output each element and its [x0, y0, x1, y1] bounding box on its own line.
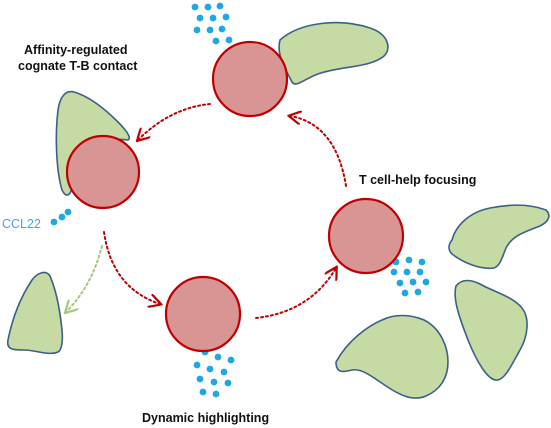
t-cell-bottom-center — [335, 314, 449, 399]
label-t-cell-help: T cell-help focusing — [359, 173, 477, 187]
label-affinity-line2: cognate T-B contact — [18, 59, 138, 73]
arrow-top-to-left — [138, 103, 211, 140]
t-cell-top-right — [278, 21, 389, 85]
t-cell-lower-left — [6, 271, 64, 355]
b-cell-right — [327, 197, 405, 275]
label-ccl22: CCL22 — [2, 217, 41, 231]
b-cell-top — [211, 40, 289, 118]
b-cell-bottom — [164, 275, 242, 353]
arrow-left-to-bottom — [103, 231, 160, 304]
t-cell-right-bottom — [454, 279, 528, 381]
arrow-bottom-to-right — [255, 268, 336, 319]
label-dynamic-highlighting: Dynamic highlighting — [142, 411, 270, 425]
t-cell-right-top — [448, 204, 550, 270]
arrow-right-to-top — [290, 116, 347, 187]
label-affinity-line1: Affinity-regulated — [24, 43, 128, 57]
arrow-left-to-t-cell — [66, 245, 103, 312]
b-cell-left — [65, 134, 141, 210]
